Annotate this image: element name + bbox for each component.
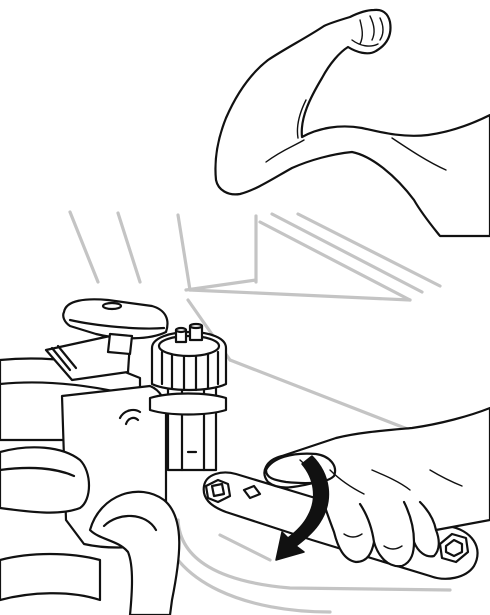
flexed-arm-icon (215, 10, 490, 236)
